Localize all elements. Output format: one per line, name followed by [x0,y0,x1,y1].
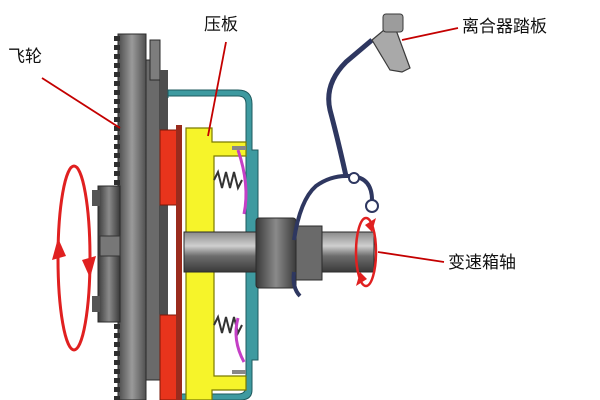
gear-tooth [114,387,120,392]
pedal-linkage [291,38,379,298]
gear-tooth [114,63,120,68]
rotation-arrow-flywheel [52,164,96,352]
friction-disc [159,125,182,400]
gear-tooth [114,81,120,86]
gear-tooth [114,153,120,158]
label-pressure-plate: 压板 [204,15,238,35]
gear-tooth [114,342,120,347]
label-transmission-shaft: 变速箱轴 [448,253,516,273]
pressure-plate [185,127,247,400]
rotation-arrow-shaft [354,216,378,288]
leader-lines [41,27,459,263]
gear-tooth [114,99,120,104]
gear-tooth [114,333,120,338]
transmission-shaft [183,217,375,289]
gear-tooth [114,72,120,77]
gear-tooth [114,360,120,365]
gear-tooth [114,369,120,374]
spring-guides [234,149,248,363]
gear-tooth [114,45,120,50]
gear-tooth [114,351,120,356]
crank-hub [92,185,121,323]
clutch-pedal [371,13,411,73]
gear-tooth [114,162,120,167]
gear-tooth [114,54,120,59]
gear-tooth [114,324,120,329]
gear-tooth [114,171,120,176]
label-flywheel: 飞轮 [8,47,42,67]
label-clutch-pedal: 离合器踏板 [462,17,547,37]
gear-tooth [114,396,120,400]
gear-tooth [114,36,120,41]
gear-tooth [114,180,120,185]
gear-tooth [114,126,120,131]
gear-tooth [114,108,120,113]
gear-tooth [114,144,120,149]
gear-tooth [114,135,120,140]
gear-tooth [114,378,120,383]
gear-tooth [114,117,120,122]
gear-tooth [114,90,120,95]
